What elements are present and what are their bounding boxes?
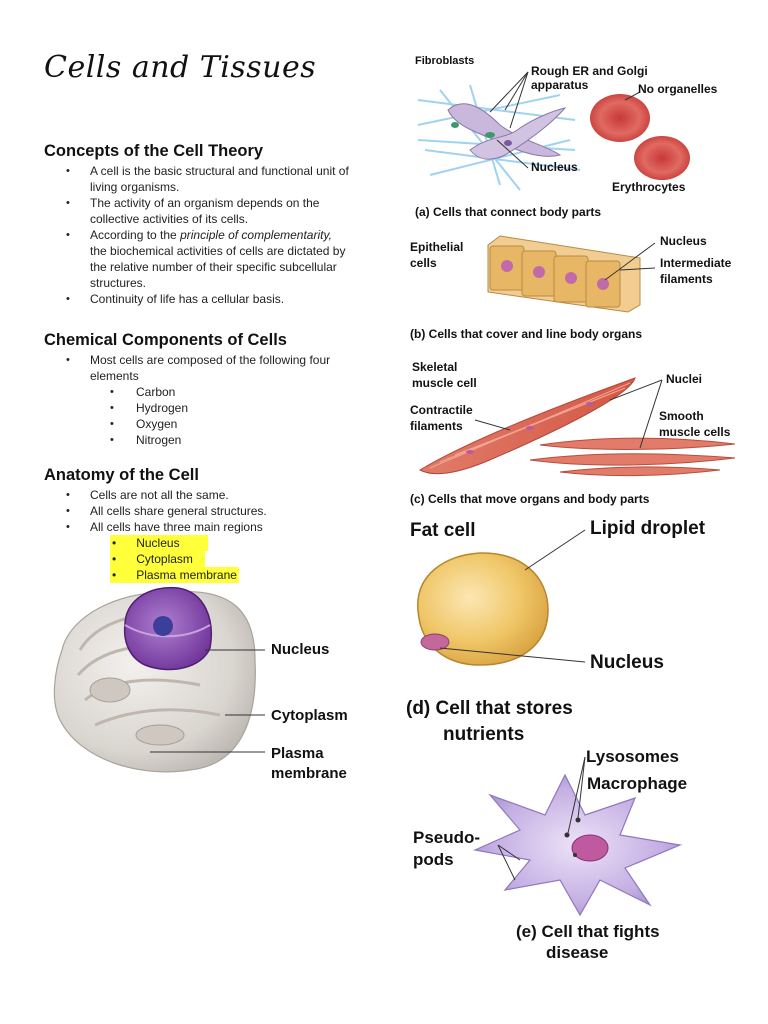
list-item: All cells have three main regions [90,520,263,534]
label-plasma: Plasma [271,745,324,762]
label-pods: pods [413,850,454,869]
bullet: • [66,229,70,241]
caption-b: (b) Cells that cover and line body organ… [410,327,643,341]
page-title: Cells and Tissues [44,50,317,85]
label-cytoplasm: Cytoplasm [271,707,348,724]
list-item: Carbon [136,385,176,399]
cell-theory-list: • A cell is the basic structural and fun… [66,163,349,307]
label-muscle-cell: muscle cell [412,376,477,390]
label-erythrocytes: Erythrocytes [612,180,686,194]
label-nucleus-d: Nucleus [590,652,664,673]
bullet: • [66,489,70,501]
caption-a: (a) Cells that connect body parts [415,205,602,219]
label-membrane: membrane [271,765,347,782]
bullet: • [112,552,117,566]
label-cells: cells [410,256,437,270]
label-smooth: Smooth [659,409,704,423]
label-nucleus: Nucleus [271,641,330,658]
bullet: • [66,197,70,209]
label-lipid-droplet: Lipid droplet [590,518,706,539]
label-filaments-b: filaments [660,272,713,286]
element-sublist: • Carbon • Hydrogen • Oxygen • Nitrogen [110,384,376,448]
list-item: the relative number of their specific su… [90,260,337,274]
highlighted-item: • Nucleus [110,535,209,551]
generic-cell-illustration [53,586,265,773]
list-item: the biochemical activities of cells are … [90,244,346,258]
panel-a-illustration [417,71,690,191]
section-heading-anatomy: Anatomy of the Cell [44,466,199,484]
label-epithelial: Epithelial [410,240,464,254]
label-fibroblasts: Fibroblasts [415,55,475,67]
bullet: • [66,505,70,517]
highlighted-item: • Plasma membrane [110,567,239,583]
panel-b-illustration [487,235,656,313]
region-sublist: • Nucleus • Cytoplasm • Plasma membrane [110,535,287,583]
label-lysosomes: Lysosomes [586,747,679,766]
caption-e-line1: (e) Cell that fights [516,922,660,941]
list-item: Nitrogen [136,433,182,447]
bullet: • [110,402,114,414]
label-nucleus-a: Nucleus [531,160,578,174]
label-nucleus-b: Nucleus [660,234,707,248]
panel-c-illustration [418,377,736,477]
list-item: Most cells are composed of the following… [90,353,331,367]
label-macrophage: Macrophage [587,774,688,793]
list-text: According to the [90,228,181,242]
bullet: • [110,418,114,430]
label-smooth-muscle-cells: muscle cells [659,425,731,439]
caption-d-line1: (d) Cell that stores [406,698,573,719]
bullet: • [110,386,114,398]
label-filaments-c: filaments [410,419,463,433]
label-fat-cell: Fat cell [410,520,476,541]
list-item: structures. [90,276,147,290]
caption-e-line2: disease [546,943,609,962]
label-contractile: Contractile [410,403,473,417]
caption-c: (c) Cells that move organs and body part… [410,492,650,506]
list-item: living organisms. [90,180,180,194]
label-nuclei: Nuclei [666,372,703,386]
panel-e-illustration [472,756,683,917]
list-item: Hydrogen [136,401,189,415]
list-item: According to the principle of complement… [90,227,349,243]
bullet: • [66,293,70,305]
label-skeletal: Skeletal [412,360,458,374]
list-item: Oxygen [136,417,178,431]
region-plasma-membrane: Plasma membrane [136,568,237,582]
bullet: • [112,568,117,582]
bullet: • [66,354,70,366]
section-heading-chemical: Chemical Components of Cells [44,331,287,349]
bullet: • [66,521,70,533]
bullet: • [110,434,114,446]
region-nucleus: Nucleus [136,536,180,550]
panel-d-illustration [417,529,586,666]
label-intermediate: Intermediate [660,256,732,270]
list-item: Cells are not all the same. [90,488,229,502]
bullet: • [66,165,70,177]
list-item: elements [90,369,139,383]
label-apparatus: apparatus [531,78,589,92]
label-rough-er: Rough ER and Golgi [531,64,648,78]
list-item: The activity of an organism depends on t… [90,196,320,210]
list-item: Continuity of life has a cellular basis. [90,292,285,306]
anatomy-list: • Cells are not all the same. • All cell… [66,487,267,583]
list-item: All cells share general structures. [90,504,267,518]
list-item: collective activities of its cells. [90,212,249,226]
list-item: A cell is the basic structural and funct… [90,164,349,178]
chemical-list: • Most cells are composed of the followi… [66,352,331,448]
caption-d-line2: nutrients [443,724,525,745]
section-heading-cell-theory: Concepts of the Cell Theory [44,142,264,160]
emphasis-text: principle of complementarity, [180,228,332,242]
highlighted-item: • Cytoplasm [110,551,205,567]
label-no-organelles: No organelles [638,82,718,96]
region-cytoplasm: Cytoplasm [136,552,193,566]
bullet: • [112,536,117,550]
label-pseudo: Pseudo- [413,828,481,847]
